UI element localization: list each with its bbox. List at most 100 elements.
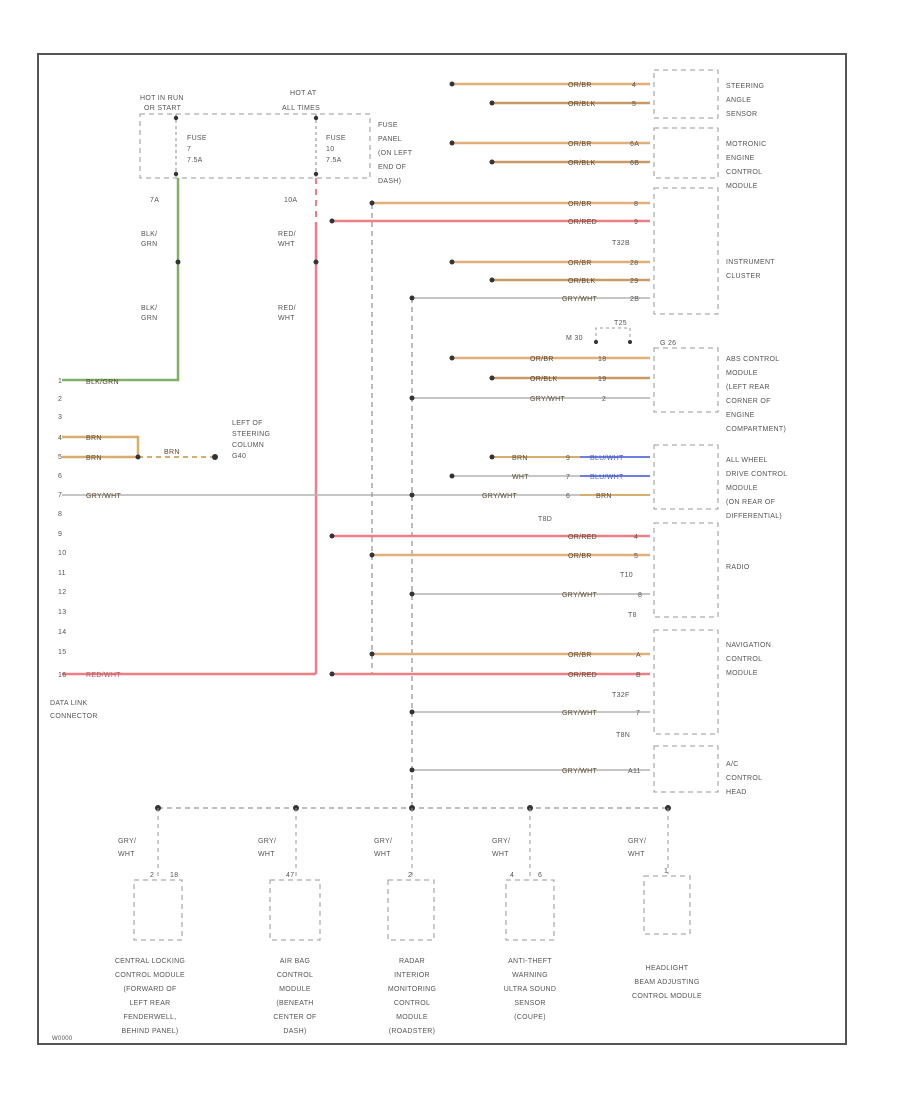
dlc-pin-1: 1 (58, 378, 62, 385)
diagram-label: SENSOR (514, 1000, 545, 1007)
diagram-label: ENGINE (726, 412, 755, 419)
component-outline (653, 69, 719, 119)
diagram-label: BEAM ADJUSTING (634, 979, 699, 986)
diagram-label: OR/RED (568, 219, 597, 226)
diagram-label: BRN (512, 455, 528, 462)
wire (595, 327, 631, 342)
dlc-pin-9: 9 (58, 531, 62, 538)
splice-node (489, 375, 495, 381)
diagram-label: RED/WHT (86, 672, 121, 679)
diagram-label: GRY/WHT (562, 592, 597, 599)
diagram-label: 18 (598, 356, 606, 363)
data-link-connector: 1 2 3 4 5 6 7 8 9 10 11 12 13 14 15 16 B… (50, 378, 650, 720)
dlc-pin-5: 5 (58, 454, 62, 461)
diagram-label: OR/BR (568, 553, 592, 560)
diagram-label: 4 (634, 534, 638, 541)
diagram-label: GRY/WHT (86, 493, 121, 500)
radio: T8D OR/RED OR/BR 4 5 T10 GRY/WHT 8 T8 RA… (329, 516, 750, 619)
dlc-label-2: CONNECTOR (50, 713, 98, 720)
splice-node (329, 218, 335, 224)
component-outline (653, 629, 719, 735)
dlc-pin-2: 2 (58, 396, 62, 403)
diagram-label: 6 (538, 872, 542, 879)
splice-node (369, 200, 375, 206)
splice-node (409, 492, 415, 498)
component-outline (387, 879, 435, 941)
diagram-label: OR/BLK (568, 160, 596, 167)
component-outline (269, 879, 321, 941)
diagram-label: GRY/ (374, 838, 392, 845)
diagram-label: AIR BAG (280, 958, 311, 965)
splice-node (409, 709, 415, 715)
diagram-label: 6A (630, 141, 639, 148)
diagram-label: COMPARTMENT) (726, 426, 786, 433)
fuse-a-line3: 7.5A (187, 157, 203, 164)
component-outline (653, 745, 719, 793)
diagram-label: OR/BR (530, 356, 554, 363)
bottom-modules: GRY/ WHT 2 18 CENTRAL LOCKING CONTROL MO… (115, 805, 702, 1035)
splice-node (369, 651, 375, 657)
diagram-label: GRY/ (118, 838, 136, 845)
diagram-label: WHT (512, 474, 529, 481)
fuse-panel-label-4: END OF (378, 164, 406, 171)
diagram-label: LEFT OF (232, 420, 263, 427)
steering-angle-sensor: OR/BR OR/BLK 4 5 STEERING ANGLE SENSOR (449, 69, 764, 119)
diagram-label: RADIO (726, 564, 750, 571)
diagram-label: OR/BR (568, 201, 592, 208)
air-bag-control-module: GRY/ WHT 47 AIR BAG CONTROL MODULE (BENE… (258, 805, 321, 1035)
diagram-label: OR/BR (568, 260, 592, 267)
diagram-label: (BENEATH (276, 1000, 313, 1007)
dlc-pin-3: 3 (58, 414, 62, 421)
splice-node (628, 340, 632, 344)
splice-node (449, 81, 455, 87)
dlc-pin1-wire: BLK/GRN (86, 379, 119, 386)
fuse-panel-label-1: FUSE (378, 122, 398, 129)
diagram-label: HEAD (726, 789, 747, 796)
diagram-label: 5 (634, 553, 638, 560)
diagram-label: CENTRAL LOCKING (115, 958, 185, 965)
diagram-label: WARNING (512, 972, 548, 979)
power-wires: 7A BLK/ GRN BLK/ GRN 10A RED/ WHT RED/ W… (62, 178, 319, 676)
hot-all-line2: ALL TIMES (282, 105, 320, 112)
dlc-pin-14: 14 (58, 629, 66, 636)
dlc-pin-11: 11 (58, 570, 66, 577)
diagram-label: MODULE (726, 183, 758, 190)
diagram-label: MODULE (726, 370, 758, 377)
diagram-label: OR/BR (568, 82, 592, 89)
diagram-label: BLK/ (141, 305, 157, 312)
splice-node (449, 473, 455, 479)
fuse-panel-label-2: PANEL (378, 136, 402, 143)
dlc-label-1: DATA LINK (50, 700, 87, 707)
component-outline (653, 347, 719, 413)
component-outline (653, 522, 719, 618)
diagram-label: 6B (630, 160, 639, 167)
diagram-label: A (636, 652, 641, 659)
diagram-label: 2B (630, 296, 639, 303)
diagram-label: 9 (566, 455, 570, 462)
diagram-label: MODULE (396, 1014, 428, 1021)
dlc-pin-4: 4 (58, 435, 62, 442)
diagram-label: 4 (632, 82, 636, 89)
diagram-label: 7A (150, 197, 159, 204)
diagram-label: GRY/WHT (530, 396, 565, 403)
diagram-label: 5 (632, 101, 636, 108)
diagram-label: 47 (286, 872, 294, 879)
diagram-label: GRY/WHT (562, 296, 597, 303)
diagram-label: ENGINE (726, 155, 755, 162)
motronic-engine-control-module: OR/BR OR/BLK 6A 6B MOTRONIC ENGINE CONTR… (449, 127, 766, 190)
diagram-label: ALL WHEEL (726, 457, 768, 464)
diagram-label: A/C (726, 761, 739, 768)
instrument-cluster: OR/BR OR/RED 8 9 T32B OR/BR OR/BLK 28 29… (329, 187, 775, 315)
splice-node (369, 552, 375, 558)
diagram-label: 1 (664, 868, 668, 875)
diagram-label: GRY/ (628, 838, 646, 845)
diagram-label: BRN (164, 449, 180, 456)
splice-node (449, 259, 455, 265)
diagram-label: LEFT REAR (129, 1000, 170, 1007)
component-outline (653, 444, 719, 510)
dlc-pin-6: 6 (58, 473, 62, 480)
diagram-label: 2 (408, 872, 412, 879)
diagram-label: WHT (278, 241, 295, 248)
diagram-label: (ON REAR OF (726, 499, 775, 506)
